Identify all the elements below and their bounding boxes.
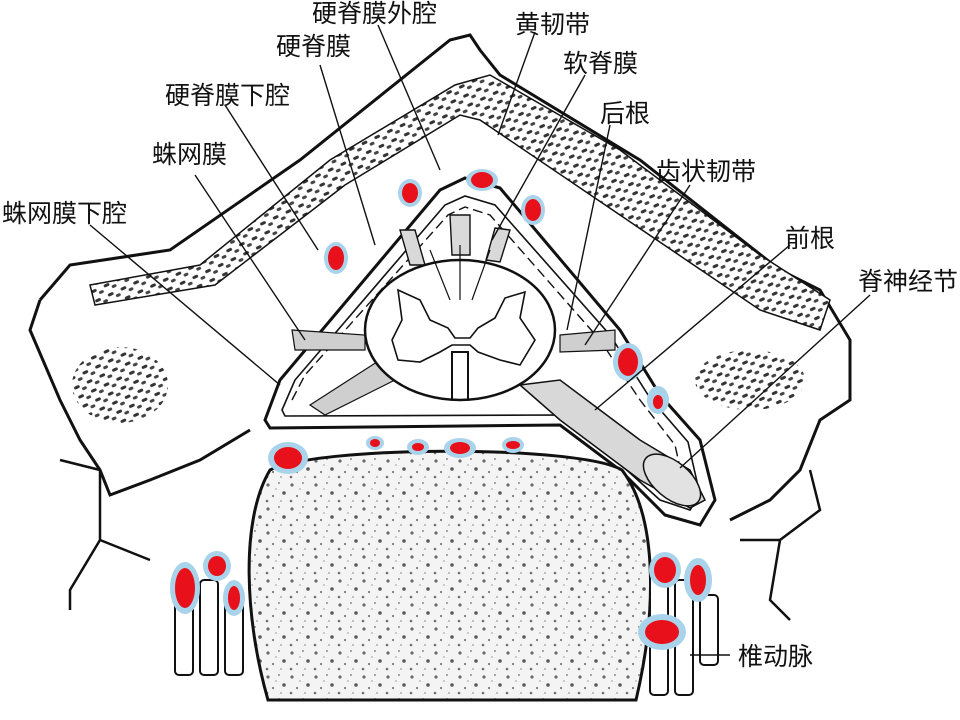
vessel-marker <box>638 614 686 650</box>
vessel-marker <box>684 558 712 602</box>
label-posterior-root: 后根 <box>600 99 650 128</box>
vessel-branches <box>59 458 822 621</box>
vessel-marker <box>407 439 429 455</box>
spinal-cord <box>363 245 557 402</box>
vessel-marker <box>444 438 476 458</box>
red-vessel-markers <box>170 169 712 650</box>
vessel-marker <box>613 343 643 381</box>
label-pia-mater: 软脊膜 <box>563 49 638 78</box>
label-subdural-space: 硬脊膜下腔 <box>165 81 290 110</box>
vessel-marker <box>203 551 231 581</box>
vessel-marker <box>647 386 669 414</box>
vessel-marker <box>466 169 498 191</box>
label-vertebral-artery: 椎动脉 <box>738 642 813 671</box>
left-facet-bone <box>72 347 168 423</box>
vertebral-body <box>247 449 652 702</box>
vessel-marker <box>268 442 308 474</box>
posterior-root-filaments <box>399 214 511 266</box>
label-subarachnoid-space: 蛛网膜下腔 <box>2 199 127 228</box>
vessel-marker <box>223 580 245 616</box>
leader-lines <box>89 24 871 656</box>
label-anterior-root: 前根 <box>785 224 835 253</box>
label-arachnoid: 蛛网膜 <box>152 140 227 169</box>
lamina-bone-texture <box>89 74 831 331</box>
label-denticulate-ligament: 齿状韧带 <box>656 157 756 186</box>
label-dura-mater: 硬脊膜 <box>276 32 351 61</box>
vessel-marker <box>502 437 524 453</box>
gray-matter-butterfly <box>391 288 536 366</box>
vessel-marker <box>366 436 384 450</box>
anterior-median-fissure <box>451 351 469 400</box>
vessel-marker <box>170 562 200 614</box>
label-ligamentum-flavum: 黄韧带 <box>515 10 590 39</box>
vessel-marker <box>398 179 422 207</box>
spinal-ganglion-body <box>642 453 702 507</box>
right-facet-bone <box>695 350 805 410</box>
vessel-marker <box>649 552 681 588</box>
vessel-marker <box>324 242 348 274</box>
vessel-marker <box>521 195 545 225</box>
label-spinal-ganglion: 脊神经节 <box>858 267 958 296</box>
label-epidural-space: 硬脊膜外腔 <box>312 0 437 28</box>
